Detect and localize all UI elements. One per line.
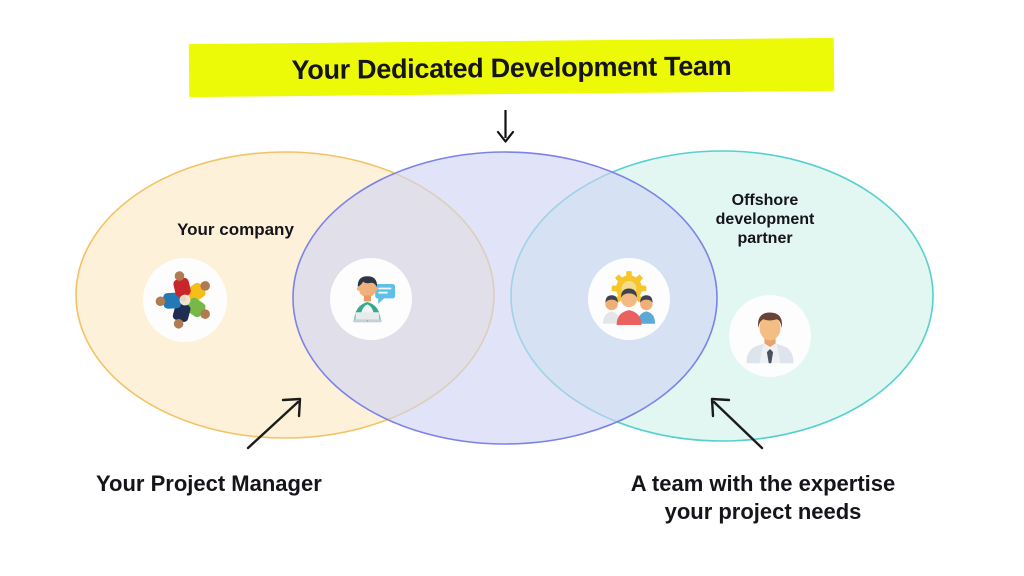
venn-circle-dedicated-team (292, 151, 718, 445)
callout-your-project-manager: Your Project Manager (96, 471, 322, 496)
businessman-glyph (746, 312, 794, 364)
businessman-icon (729, 295, 811, 377)
project-manager-icon (330, 258, 412, 340)
callout-expertise-line1: A team with the expertise (630, 471, 896, 496)
callout-expertise-line2: your project needs (664, 498, 862, 524)
development-team-glyph (602, 271, 656, 326)
team-huddle-icon (143, 258, 227, 342)
label-offshore-line1: Offshore (731, 192, 799, 209)
down-arrow-icon (496, 110, 515, 143)
venn-diagram (75, 150, 934, 445)
callout-arrow-expertise (710, 397, 764, 450)
page-title: Your Dedicated Development Team (291, 50, 732, 86)
project-manager-glyph (353, 276, 395, 323)
label-offshore-line2: development (715, 210, 815, 228)
label-offshore-partner: Offshore development partner (682, 192, 848, 249)
team-huddle-glyph (155, 271, 210, 329)
callout-team-expertise: A team with the expertise your project n… (612, 470, 914, 525)
label-offshore-line3: partner (737, 229, 793, 247)
development-team-icon (588, 258, 670, 340)
callout-arrow-project-manager (246, 397, 302, 450)
label-your-company: Your company (177, 220, 294, 239)
